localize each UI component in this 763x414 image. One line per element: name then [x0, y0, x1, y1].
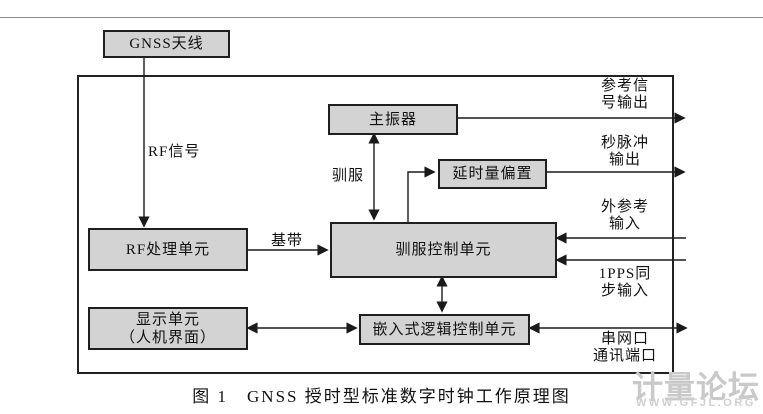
block-discipline-control-unit: 驯服控制单元 — [330, 222, 557, 278]
port-label-ext-ref-input-line2: 输入 — [608, 216, 641, 232]
edge-label-discipline: 驯服 — [332, 168, 365, 184]
block-display-unit: 显示单元 （人机界面） — [88, 307, 248, 350]
block-rf-processing-unit-label: RF处理单元 — [125, 241, 211, 258]
port-label-serial-net-port-line2: 通讯端口 — [592, 348, 657, 364]
edge-label-baseband: 基带 — [271, 233, 304, 249]
block-rf-processing-unit: RF处理单元 — [88, 228, 248, 271]
port-label-pps-sync-input-line1: 1PPS同 — [598, 266, 652, 282]
figure-caption: 图 1 GNSS 授时型标准数字时钟工作原理图 — [192, 387, 571, 406]
system-boundary-frame — [77, 75, 674, 374]
port-label-pps-sync-input: 1PPS同 步输入 — [577, 266, 673, 300]
block-gnss-antenna-label: GNSS天线 — [129, 36, 204, 52]
port-label-ref-signal-output: 参考信 号输出 — [577, 78, 673, 112]
page-rule-line — [0, 17, 763, 18]
block-display-unit-line1: 显示单元 — [135, 311, 200, 328]
port-label-ext-ref-input-line1: 外参考 — [600, 199, 649, 215]
block-gnss-antenna: GNSS天线 — [103, 30, 230, 58]
edge-label-rf-signal: RF信号 — [148, 144, 201, 160]
block-embedded-logic-control-unit: 嵌入式逻辑控制单元 — [359, 314, 530, 345]
block-embedded-logic-control-unit-label: 嵌入式逻辑控制单元 — [372, 321, 517, 338]
port-label-ref-signal-output-line1: 参考信 — [600, 78, 649, 94]
port-label-pps-output-line1: 秒脉冲 — [600, 135, 649, 151]
port-label-serial-net-port-line1: 串网口 — [600, 331, 649, 347]
block-master-oscillator-label: 主振器 — [368, 111, 417, 128]
watermark-url-text: WWW.GFJL.ORG — [636, 397, 756, 409]
block-master-oscillator: 主振器 — [328, 104, 458, 135]
port-label-pps-sync-input-line2: 步输入 — [600, 283, 649, 299]
block-delay-offset-label: 延时量偏置 — [452, 166, 533, 182]
block-display-unit-line2: （人机界面） — [119, 329, 216, 346]
port-label-serial-net-port: 串网口 通讯端口 — [577, 331, 673, 365]
port-label-pps-output: 秒脉冲 输出 — [577, 135, 673, 169]
port-label-ref-signal-output-line2: 号输出 — [600, 95, 649, 111]
watermark-logo-text: 计量论坛 — [632, 370, 760, 405]
port-label-ext-ref-input: 外参考 输入 — [577, 199, 673, 233]
block-delay-offset: 延时量偏置 — [438, 159, 547, 189]
port-label-pps-output-line2: 输出 — [608, 152, 641, 168]
block-discipline-control-unit-label: 驯服控制单元 — [395, 242, 492, 258]
